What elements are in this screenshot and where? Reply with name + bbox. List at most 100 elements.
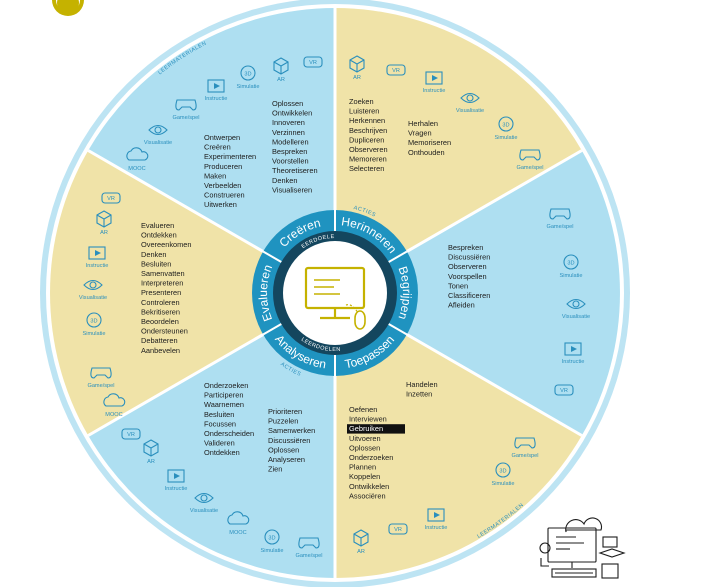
verb-item: Samenvatten	[141, 269, 185, 278]
visualisatie-icon: Visualisatie	[79, 279, 107, 301]
sector-evalueren	[50, 150, 335, 436]
verb-item: Classificeren	[448, 291, 490, 300]
verb-item: Denken	[141, 250, 166, 259]
verb-item: Produceren	[204, 162, 242, 171]
verb-item: Beschrijven	[349, 126, 387, 135]
logo-dot	[57, 0, 79, 14]
toepassen-verbs-b: OefenenInterviewenGebruikenUitvoerenOplo…	[347, 405, 405, 500]
verb-item: Controleren	[141, 298, 180, 307]
creeren-verbs-col2: OplossenOntwikkelenInnoverenVerzinnenMod…	[272, 99, 318, 194]
simulatie-icon: 3D Simulatie	[559, 254, 583, 279]
visualisatie-icon: Visualisatie	[190, 492, 218, 514]
svg-text:3D: 3D	[502, 123, 509, 129]
verb-item: Luisteren	[349, 107, 379, 116]
svg-text:3D: 3D	[567, 261, 574, 267]
verb-item: Experimenteren	[204, 152, 256, 161]
verb-item: Oplossen	[268, 445, 299, 454]
verb-lists: OplossenOntwikkelenInnoverenVerzinnenMod…	[141, 97, 490, 500]
vr-icon: VR	[101, 192, 121, 204]
verb-item: Theoretiseren	[272, 166, 318, 175]
svg-text:Instructie: Instructie	[562, 359, 585, 365]
verb-item: Bespreken	[272, 147, 307, 156]
svg-text:VR: VR	[127, 432, 135, 438]
verb-item: Gebruiken	[349, 424, 383, 433]
verb-item: Observeren	[349, 145, 388, 154]
verb-item: Inzetten	[406, 390, 432, 399]
verb-item: Modelleren	[272, 137, 309, 146]
svg-text:AR: AR	[147, 459, 155, 465]
svg-text:Instructie: Instructie	[425, 525, 448, 531]
svg-text:Visualisatie: Visualisatie	[190, 508, 218, 514]
verb-item: Uitwerken	[204, 200, 237, 209]
ar-icon: AR	[273, 57, 289, 83]
verb-item: Discussiëren	[448, 253, 490, 262]
ar-icon: AR	[353, 529, 369, 555]
verb-item: Uitvoeren	[349, 434, 381, 443]
verb-item: Creëren	[204, 143, 231, 152]
verb-item: Ontdekken	[204, 448, 240, 457]
svg-text:Instructie: Instructie	[423, 88, 446, 94]
verb-item: Aanbevelen	[141, 346, 180, 355]
verb-item: Oplossen	[349, 443, 380, 452]
verb-item: Puzzelen	[268, 417, 298, 426]
verb-item: Discussiëren	[268, 436, 310, 445]
verb-item: Verzinnen	[272, 128, 305, 137]
svg-text:3D: 3D	[499, 469, 506, 475]
svg-text:Game/spel: Game/spel	[87, 383, 114, 389]
verb-item: Analyseren	[268, 455, 305, 464]
vr-icon: VR	[554, 384, 574, 396]
svg-text:Simulatie: Simulatie	[260, 548, 283, 554]
svg-text:VR: VR	[107, 196, 115, 202]
verb-item: Zoeken	[349, 97, 374, 106]
svg-text:3D: 3D	[90, 319, 97, 325]
verb-item: Beoordelen	[141, 317, 179, 326]
verb-item: Ontwikkelen	[349, 482, 389, 491]
visualisatie-icon: Visualisatie	[456, 92, 484, 114]
svg-text:MOOC: MOOC	[105, 412, 122, 418]
verb-item: Observeren	[448, 262, 487, 271]
mooc-icon: MOOC	[103, 393, 126, 418]
verb-item: Samenwerken	[268, 426, 315, 435]
vr-icon: VR	[388, 523, 408, 535]
begrijpen-verbs: BesprekenDiscussiërenObserverenVoorspell…	[448, 243, 490, 310]
game-icon: Game/spel	[546, 208, 574, 230]
verb-item: Ontwerpen	[204, 133, 240, 142]
visualisatie-icon: Visualisatie	[144, 124, 172, 146]
verb-item: Memoreren	[349, 155, 387, 164]
verb-item: Ontwikkelen	[272, 109, 312, 118]
verb-item: Handelen	[406, 380, 438, 389]
svg-text:Simulatie: Simulatie	[236, 84, 259, 90]
svg-text:VR: VR	[309, 60, 317, 66]
verb-item: Herkennen	[349, 116, 385, 125]
verb-item: Waarnemen	[204, 400, 244, 409]
svg-text:Game/spel: Game/spel	[172, 115, 199, 121]
instructie-icon: Instructie	[165, 469, 188, 492]
sector-analyseren	[88, 293, 335, 578]
game-icon: Game/spel	[516, 149, 544, 171]
verb-item: Construeren	[204, 191, 245, 200]
verb-item: Valideren	[204, 439, 235, 448]
game-icon: Game/spel	[87, 367, 115, 389]
verb-item: Maken	[204, 171, 226, 180]
verb-item: Dupliceren	[349, 135, 384, 144]
ar-icon: AR	[349, 55, 365, 81]
svg-text:Simulatie: Simulatie	[559, 273, 582, 279]
computer-icon	[304, 266, 366, 330]
creeren-verbs-col1: OntwerpenCreërenExperimenterenProduceren…	[204, 133, 256, 209]
vr-icon: VR	[303, 56, 323, 68]
verb-item: Interviewen	[349, 415, 387, 424]
instructie-icon: Instructie	[425, 508, 448, 531]
vr-icon: VR	[386, 64, 406, 76]
verb-item: Zien	[268, 465, 282, 474]
svg-text:Visualisatie: Visualisatie	[144, 140, 172, 146]
game-icon: Game/spel	[172, 99, 200, 121]
svg-text:Instructie: Instructie	[165, 486, 188, 492]
visualisatie-icon: Visualisatie	[562, 298, 590, 320]
verb-item: Associëren	[349, 491, 386, 500]
analyseren-verbs-col1: OnderzoekenParticiperenWaarnemenBesluite…	[204, 381, 254, 457]
